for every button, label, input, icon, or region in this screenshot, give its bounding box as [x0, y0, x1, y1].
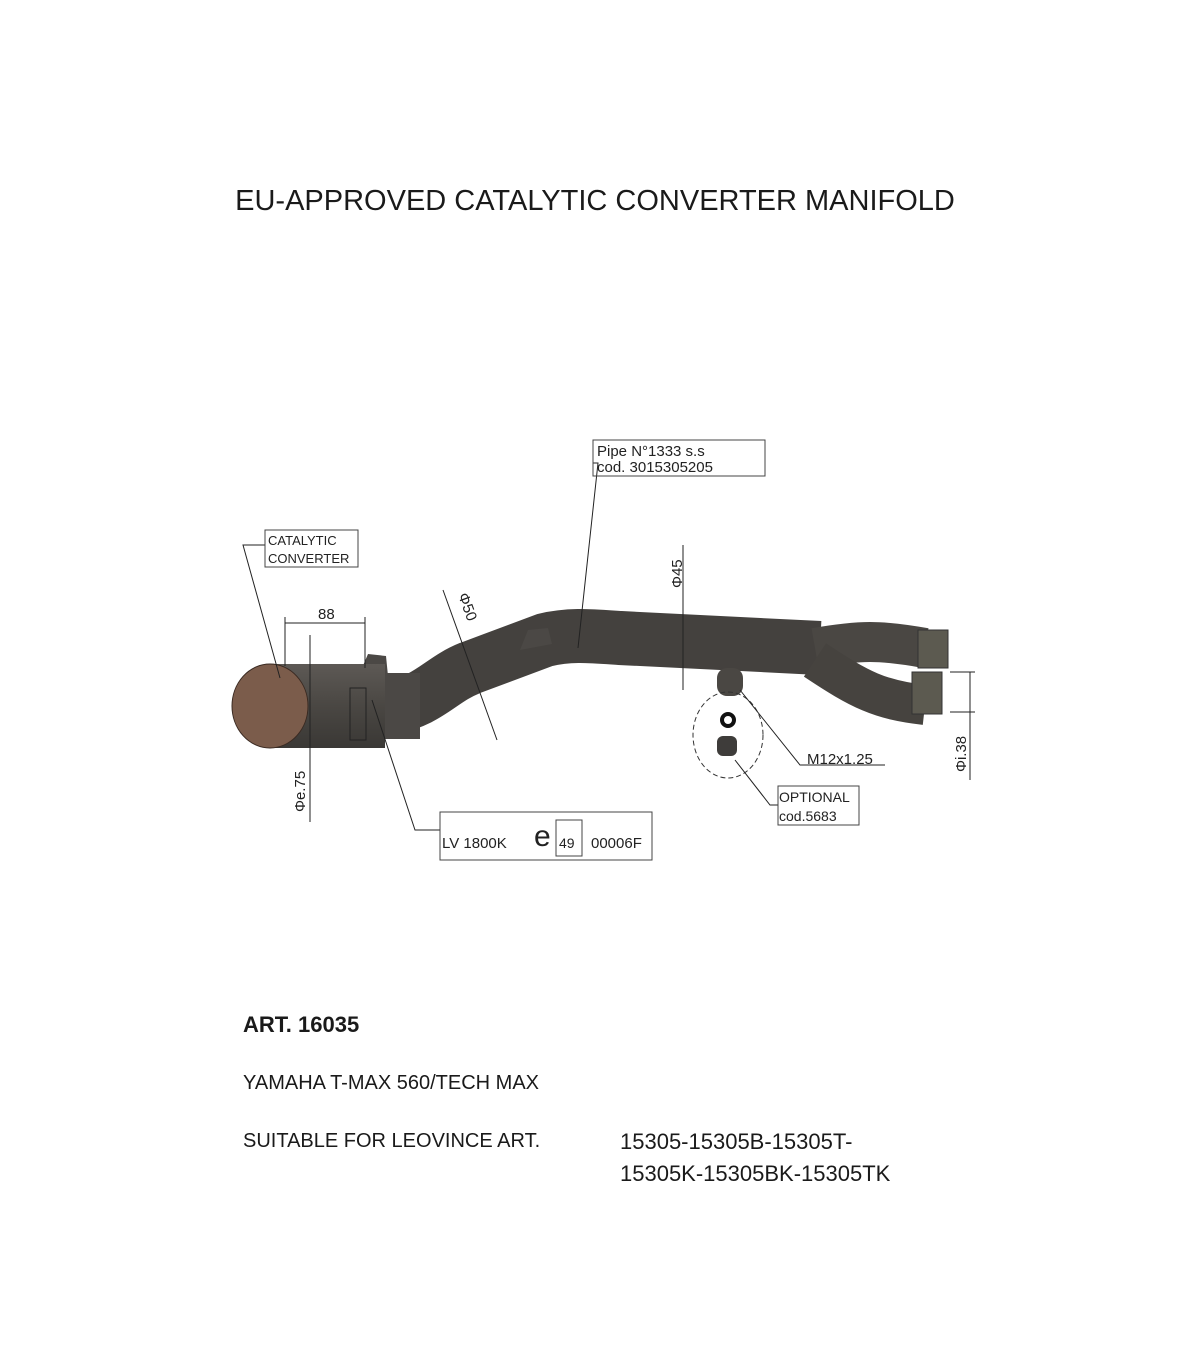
optional-label-box — [777, 785, 860, 826]
suitable-prefix: SUITABLE FOR LEOVINCE ART. — [243, 1130, 541, 1152]
pipe-label-line1: Pipe N°1333 s.s — [597, 443, 705, 460]
pipe-label-line2: cod. 3015305205 — [597, 459, 713, 476]
dimension-diameter-50: Φ50 — [454, 591, 480, 624]
dimension-88: 88 — [318, 606, 335, 623]
thread-label: M12x1.25 — [807, 751, 873, 768]
page-title: EU-APPROVED CATALYTIC CONVERTER MANIFOLD — [235, 185, 955, 217]
catalytic-label-line2: CONVERTER — [268, 551, 349, 566]
catalytic-label-line1: CATALYTIC — [268, 533, 337, 548]
catalytic-label-box — [264, 529, 359, 568]
homologation-serial: 00006F — [591, 835, 642, 852]
dimension-diameter-45: Φ45 — [669, 559, 686, 588]
e-mark: e — [534, 820, 551, 853]
dimension-diameter-e75: Φe.75 — [292, 771, 309, 812]
dimension-diameter-i38: Φi.38 — [953, 736, 970, 772]
pipe-body — [362, 609, 949, 739]
catalytic-converter — [231, 663, 385, 749]
suitable-line-2: 15305K-15305BK-15305TK — [620, 1161, 891, 1186]
homologation-code: LV 1800K — [442, 835, 507, 852]
optional-label-line1: OPTIONAL — [779, 789, 850, 805]
optional-plug — [692, 691, 764, 779]
optional-label-line2: cod.5683 — [779, 808, 837, 824]
dimension-lines — [242, 462, 975, 831]
suitable-line-1: 15305-15305B-15305T- — [620, 1129, 853, 1154]
vehicle-model: YAMAHA T-MAX 560/TECH MAX — [243, 1072, 540, 1094]
pipe-label-box — [592, 439, 766, 477]
article-number: ART. 16035 — [243, 1012, 360, 1037]
homologation-box — [439, 811, 653, 861]
e-mark-number: 49 — [559, 835, 575, 851]
